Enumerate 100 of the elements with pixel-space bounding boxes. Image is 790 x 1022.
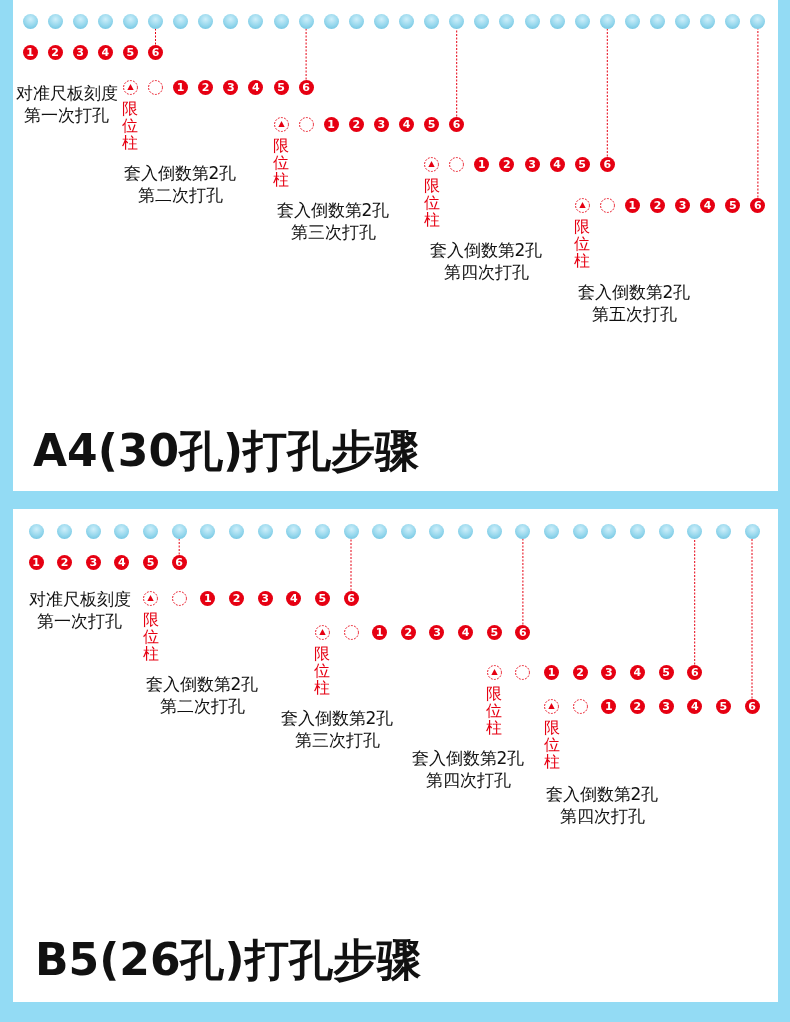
numbered-circle: 1 [601,698,617,714]
punch-hole [72,13,88,29]
panel [13,0,778,491]
numbered-circle: 5 [273,79,289,95]
limit-post-label: 限位柱 [142,610,159,662]
numbered-circle: 1 [200,590,216,606]
punch-hole [750,13,766,29]
punch-hole [499,13,515,29]
punch-hole [700,13,716,29]
punch-hole [429,523,445,539]
limit-post-icon [273,116,289,132]
punch-hole [449,13,465,29]
numbered-circle: 3 [72,44,88,60]
punch-hole [629,523,645,539]
punch-hole [171,523,187,539]
leader-line [155,28,156,45]
leader-line [522,538,524,625]
punch-hole [572,523,588,539]
punch-hole [200,523,216,539]
dashed-circle-icon [171,590,187,606]
numbered-circle: 1 [624,197,640,213]
punch-hole [458,523,474,539]
numbered-circle: 5 [143,554,159,570]
numbered-circle: 6 [148,44,163,60]
punch-hole [675,13,691,29]
punch-hole [601,523,617,539]
numbered-circle: 6 [171,554,187,570]
dashed-circle-icon [572,698,588,714]
punch-hole [574,13,590,29]
leader-line [751,538,753,699]
numbered-circle: 2 [650,197,665,213]
numbered-circle: 2 [47,44,63,60]
numbered-circle: 4 [458,624,474,640]
numbered-circle: 6 [744,698,760,714]
punch-hole [198,13,214,29]
leader-line [456,28,458,117]
numbered-circle: 4 [549,156,565,172]
punch-hole [424,13,440,29]
numbered-circle: 4 [629,664,645,680]
numbered-circle: 1 [323,116,339,132]
punch-hole [515,523,531,539]
punch-hole [372,523,388,539]
punch-hole [599,13,615,29]
numbered-circle: 3 [223,79,239,95]
punch-hole [373,13,389,29]
limit-post-icon [486,664,502,680]
dashed-circle-icon [515,664,531,680]
punch-hole [624,13,640,29]
punch-hole [725,13,741,29]
punch-hole [97,13,113,29]
punch-hole [257,523,273,539]
numbered-circle: 4 [114,554,130,570]
punch-hole [474,13,490,29]
dashed-circle-icon [599,197,615,213]
limit-post-icon [424,156,440,172]
numbered-circle: 3 [85,554,101,570]
limit-post-label: 限位柱 [314,644,331,696]
dashed-circle-icon [298,116,314,132]
punch-hole [687,523,703,539]
panel [13,509,778,1002]
leader-line [350,538,352,591]
numbered-circle: 2 [57,554,73,570]
numbered-circle: 3 [373,116,389,132]
punch-hole [286,523,302,539]
panel-title: A4(30孔)打孔步骤 [33,425,420,477]
punch-hole [658,523,674,539]
leader-line [305,28,307,80]
numbered-circle: 3 [601,664,617,680]
punch-hole [143,523,159,539]
numbered-circle: 4 [700,197,716,213]
numbered-circle: 5 [122,44,138,60]
step-caption: 套入倒数第2孔第四次打孔 [544,783,660,827]
numbered-circle: 3 [658,698,674,714]
numbered-circle: 5 [725,197,741,213]
numbered-circle: 4 [97,44,113,60]
numbered-circle: 4 [286,590,302,606]
punch-hole [223,13,239,29]
limit-post-icon [143,590,159,606]
numbered-circle: 5 [314,590,330,606]
limit-post-icon [122,79,138,95]
panel-title: B5(26孔)打孔步骤 [35,934,421,986]
numbered-circle: 2 [572,664,588,680]
punch-hole [47,13,63,29]
numbered-circle: 2 [499,156,515,172]
punch-hole [122,13,138,29]
dashed-circle-icon [343,624,359,640]
step-caption: 套入倒数第2孔第三次打孔 [279,707,395,751]
punch-hole [273,13,289,29]
punch-hole [399,13,414,29]
numbered-circle: 5 [574,156,590,172]
punch-hole [173,13,189,29]
numbered-circle: 6 [687,664,703,680]
limit-post-label: 限位柱 [423,176,440,228]
numbered-circle: 3 [257,590,273,606]
limit-post-label: 限位柱 [486,684,503,736]
leader-line [178,538,180,555]
punch-hole [343,523,359,539]
numbered-circle: 4 [399,116,414,132]
numbered-circle: 1 [173,79,189,95]
step-caption: 套入倒数第2孔第二次打孔 [144,673,260,717]
